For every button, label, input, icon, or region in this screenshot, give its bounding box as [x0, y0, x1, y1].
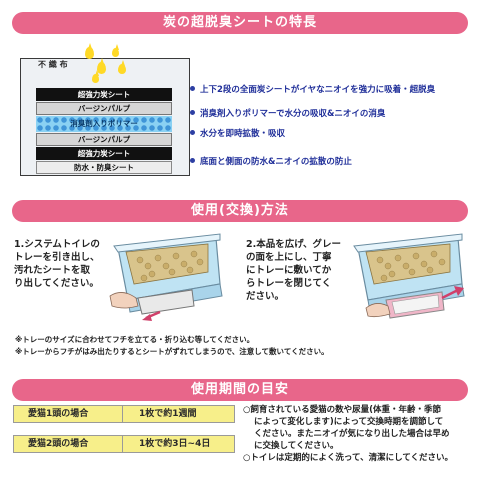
- layer-polymer: 消臭剤入りポリマー: [36, 116, 172, 132]
- odor-drop-icon: [97, 58, 106, 74]
- odor-drop-icon: [85, 43, 94, 59]
- layer-pulp-bottom: バージンパルプ: [36, 133, 172, 146]
- nonwoven-label: 不 織 布: [38, 60, 68, 69]
- odor-drop-icon: [112, 44, 119, 57]
- odor-drop-icon: [118, 60, 126, 74]
- feature-diffusion: 水分を即時拡散・吸収: [200, 129, 286, 139]
- usage-note-2: ※トレーからフチがはみ出たりするとシートがずれてしまうので、注意して敷いてくださ…: [15, 347, 329, 356]
- layer-pulp-top: バージンパルプ: [36, 102, 172, 115]
- period-banner: 使用期間の目安: [12, 379, 468, 401]
- usage-banner: 使用(交換)方法: [12, 200, 468, 222]
- feature-charcoal: 上下2段の全面炭シートがイヤなニオイを強力に吸着・超脱臭: [200, 85, 436, 95]
- period-cat: 愛猫2頭の場合: [13, 435, 123, 453]
- usage-note-1: ※トレーのサイズに合わせてフチを立てる・折り込む等してください。: [15, 335, 255, 344]
- leader-dot: [190, 158, 195, 163]
- leader-dot: [190, 130, 195, 135]
- odor-drop-icon: [92, 70, 99, 83]
- layer-charcoal-top: 超強力炭シート: [36, 88, 172, 101]
- step-1-text: 1.システムトイレの トレーを引き出し、 汚れたシートを取 り出してください。: [14, 239, 100, 289]
- step-1-illustration: [109, 233, 223, 321]
- step-2-illustration: [353, 233, 465, 319]
- period-row: 愛猫1頭の場合 1枚で約1週間: [13, 405, 235, 423]
- layer-charcoal-bottom: 超強力炭シート: [36, 147, 172, 160]
- feature-polymer: 消臭剤入りポリマーで水分の吸収&ニオイの消臭: [200, 109, 386, 119]
- period-value: 1枚で約1週間: [123, 405, 235, 423]
- period-value: 1枚で約3日~4日: [123, 435, 235, 453]
- period-cat: 愛猫1頭の場合: [13, 405, 123, 423]
- feature-waterproof: 底面と側面の防水&ニオイの拡散の防止: [200, 157, 352, 167]
- period-row: 愛猫2頭の場合 1枚で約3日~4日: [13, 435, 235, 453]
- leader-dot: [190, 110, 195, 115]
- layer-waterproof-film: 防水・防臭シート: [36, 161, 172, 174]
- leader-dot: [190, 86, 195, 91]
- period-notes: ○飼育されている愛猫の数や尿量(体重・年齢・季節 によって変化します)によって交…: [243, 405, 454, 463]
- step-2-text: 2.本品を広げ、グレー の面を上にし、丁寧 にトレーに敷いてか らトレーを閉じて…: [246, 239, 342, 302]
- period-table: 愛猫1頭の場合 1枚で約1週間 愛猫2頭の場合 1枚で約3日~4日: [13, 405, 235, 465]
- features-banner: 炭の超脱臭シートの特長: [12, 12, 468, 34]
